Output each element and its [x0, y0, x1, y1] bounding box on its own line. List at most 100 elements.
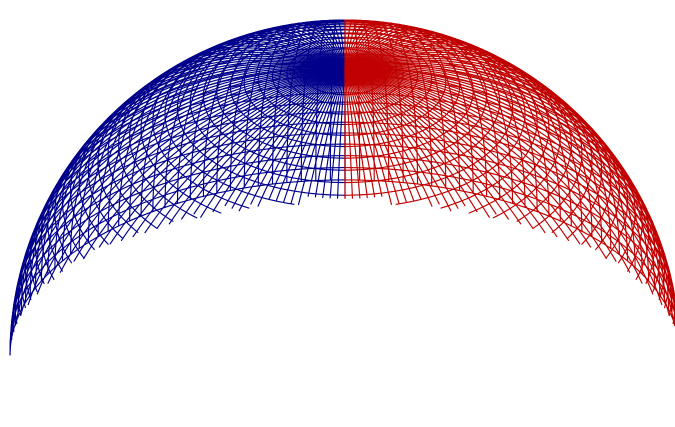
- left-latitude-ring-back: [140, 127, 222, 214]
- right-meridian-back: [344, 68, 607, 260]
- right-meridian-back: [344, 68, 581, 245]
- right-meridian: [344, 61, 656, 289]
- right-meridian-back: [344, 68, 631, 273]
- right-meridian: [344, 29, 501, 201]
- left-meridian-back: [11, 68, 346, 337]
- right-meridian-back: [344, 68, 534, 230]
- left-meridian: [152, 34, 346, 213]
- left-meridian-back: [283, 68, 346, 203]
- right-meridian-back: [344, 68, 459, 209]
- right-meridian: [344, 55, 636, 269]
- left-meridian: [17, 66, 346, 318]
- left-meridian-back: [336, 68, 346, 199]
- left-meridian-back: [193, 68, 346, 215]
- right-meridian: [344, 19, 361, 181]
- right-meridian-back: [344, 68, 490, 218]
- right-meridian-back: [344, 68, 675, 326]
- right-meridian-back: [344, 68, 675, 319]
- left-meridian-back: [73, 68, 346, 262]
- right-hemisphere-half: [344, 19, 675, 327]
- right-meridian-back: [344, 68, 415, 202]
- left-meridian-back: [14, 68, 346, 326]
- left-meridian: [129, 38, 346, 222]
- right-meridian-back: [344, 68, 592, 248]
- right-meridian: [344, 67, 675, 305]
- right-meridian-back: [344, 68, 407, 203]
- left-meridian: [87, 47, 346, 244]
- left-meridian: [24, 64, 346, 303]
- right-meridian: [344, 59, 650, 282]
- left-meridian-back: [109, 68, 346, 245]
- left-hemisphere-half: [9, 19, 346, 356]
- right-meridian-back: [344, 68, 643, 284]
- right-meridian-back: [344, 68, 663, 306]
- left-meridian: [118, 41, 346, 227]
- right-meridian-back: [344, 68, 617, 262]
- left-meridian-back: [47, 68, 346, 284]
- left-meridian-back: [275, 68, 346, 202]
- left-meridian: [140, 36, 346, 217]
- right-meridian-back: [344, 68, 422, 200]
- right-meridian: [344, 51, 620, 256]
- right-meridian-back: [344, 68, 368, 199]
- right-meridian-back: [344, 68, 433, 207]
- left-meridian-back: [250, 68, 346, 205]
- left-meridian: [329, 19, 346, 181]
- right-meridian-back: [344, 68, 393, 206]
- left-meridian-back: [297, 68, 346, 206]
- right-meridian: [344, 68, 675, 303]
- right-meridian-back: [344, 68, 558, 238]
- right-meridian-back: [344, 68, 440, 205]
- left-meridian-back: [224, 68, 346, 207]
- left-meridian-back: [120, 68, 346, 241]
- left-meridian-back: [98, 68, 346, 248]
- left-meridian-back: [83, 68, 346, 260]
- right-latitude-ring: [344, 167, 675, 316]
- left-meridian-back: [168, 68, 346, 225]
- left-meridian-back: [9, 68, 346, 347]
- right-meridian-back: [344, 68, 376, 198]
- right-meridian: [344, 24, 461, 192]
- left-meridian: [107, 43, 346, 232]
- left-meridian-back: [36, 68, 346, 295]
- left-meridian-back: [290, 68, 346, 204]
- right-meridian-back: [344, 68, 478, 213]
- left-meridian-back: [20, 68, 346, 316]
- left-meridian: [176, 31, 346, 204]
- right-meridian-back: [344, 68, 546, 234]
- right-meridian: [344, 57, 643, 275]
- right-meridian-back: [344, 68, 400, 204]
- right-meridian: [344, 65, 670, 311]
- left-meridian-back: [231, 68, 346, 209]
- right-meridian-back: [344, 68, 497, 215]
- left-latitude-ring-back: [189, 101, 346, 184]
- left-meridian-back: [27, 68, 346, 306]
- left-meridian-back: [329, 68, 346, 199]
- right-meridian-back: [344, 68, 522, 225]
- right-meridian: [344, 68, 675, 302]
- right-meridian-back: [344, 68, 354, 199]
- left-meridian-back: [59, 68, 346, 273]
- right-latitude-ring: [344, 75, 650, 235]
- right-meridian-back: [344, 68, 654, 295]
- left-meridian-back: [156, 68, 346, 230]
- right-meridian-back: [344, 68, 670, 316]
- left-meridian-back: [268, 68, 346, 200]
- right-meridian-back: [344, 68, 361, 199]
- left-meridian: [189, 29, 346, 201]
- left-latitude-ring: [40, 75, 346, 235]
- left-meridian-back: [322, 68, 346, 199]
- right-meridian-back: [344, 68, 383, 197]
- left-meridian-back: [212, 68, 346, 213]
- left-meridian-back: [314, 68, 346, 198]
- right-meridian-back: [344, 68, 675, 309]
- right-latitude-ring-back: [468, 127, 550, 214]
- right-meridian: [344, 20, 390, 182]
- right-meridian: [344, 64, 666, 303]
- right-latitude-ring-back: [344, 101, 501, 184]
- left-meridian-back: [181, 68, 346, 220]
- left-meridian-back: [307, 68, 346, 197]
- left-meridian: [229, 24, 346, 192]
- left-meridian-back: [144, 68, 346, 234]
